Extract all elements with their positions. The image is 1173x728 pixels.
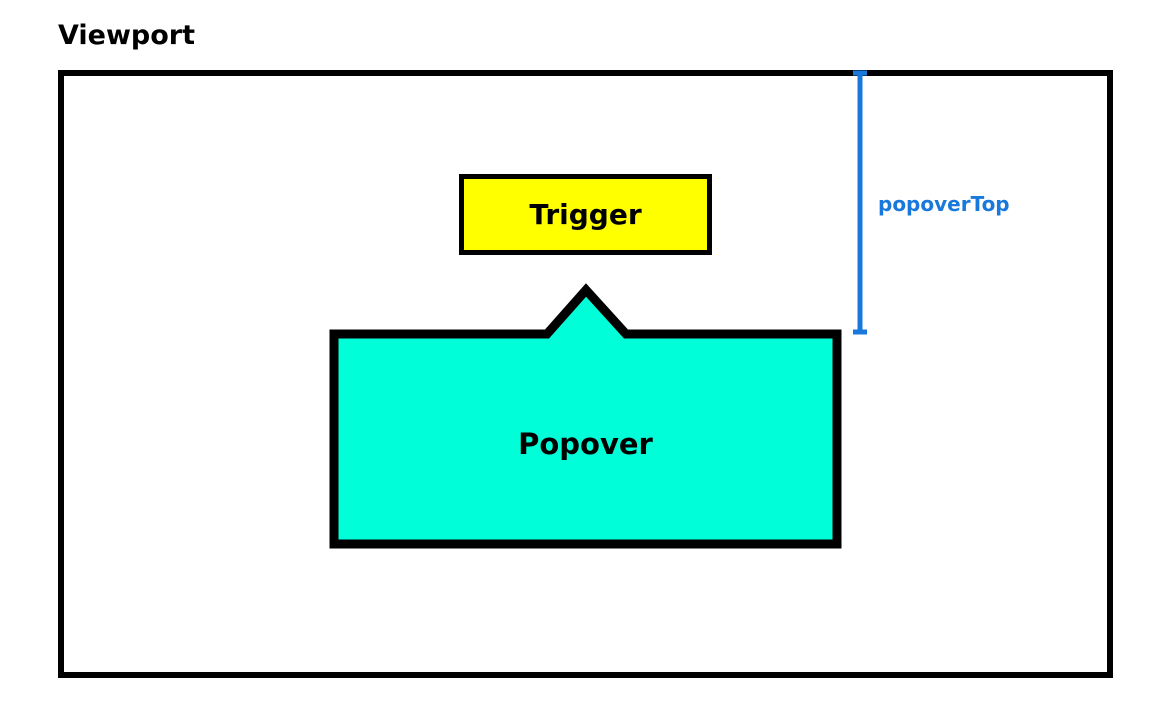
popover-top-measure-line (853, 70, 867, 335)
popover-label: Popover (518, 427, 653, 461)
trigger-box[interactable]: Trigger (459, 174, 712, 255)
popover-top-label: popoverTop (878, 192, 1010, 216)
trigger-label: Trigger (529, 197, 642, 231)
viewport-title: Viewport (58, 20, 196, 51)
popover-outline (329, 283, 842, 549)
popover-shape[interactable] (326, 282, 846, 552)
